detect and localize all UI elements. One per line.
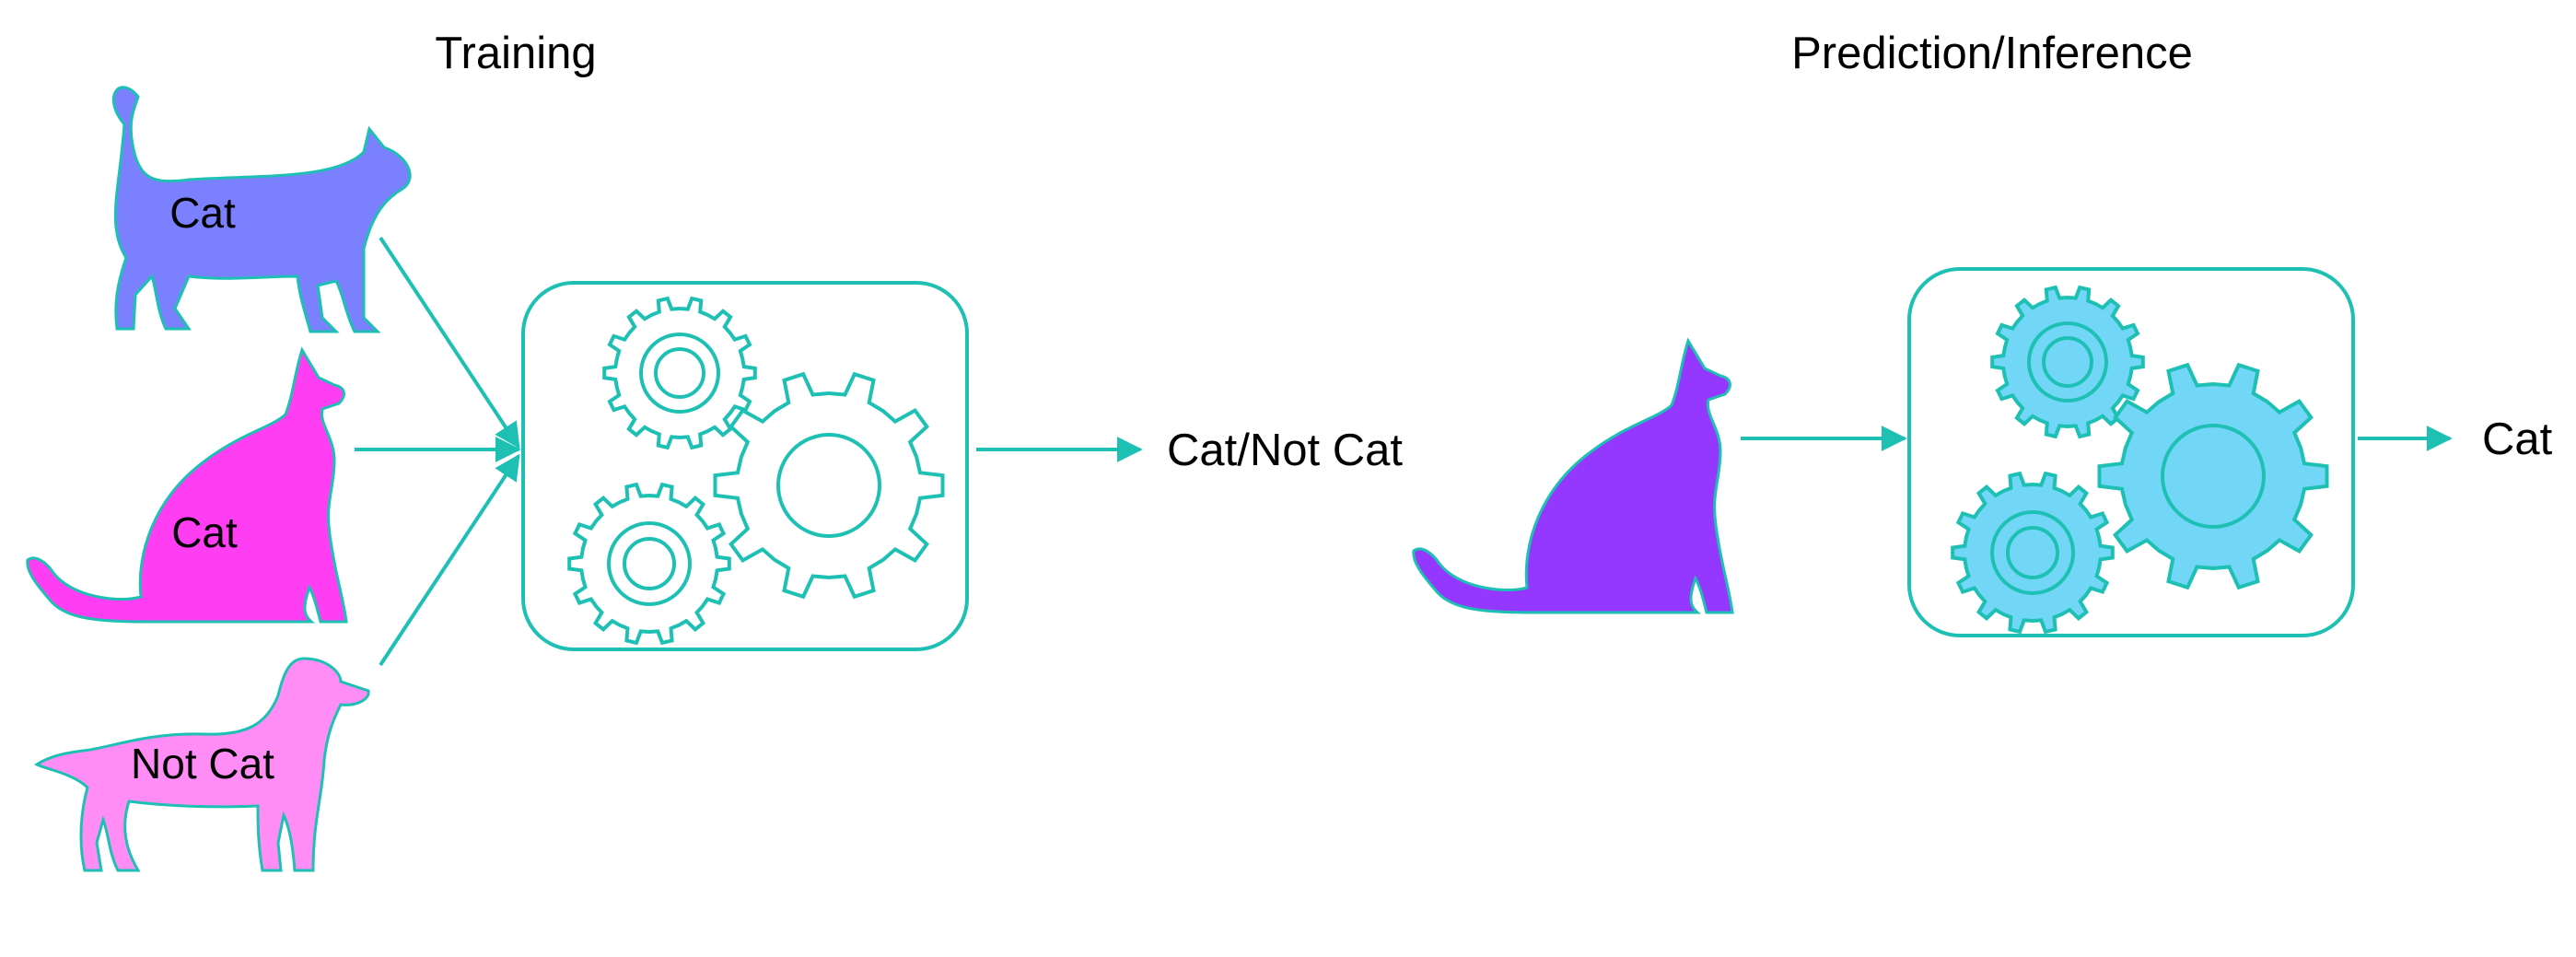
inference-gears — [1951, 285, 2329, 635]
training-heading: Training — [435, 29, 596, 78]
gear-icon — [1951, 471, 2115, 635]
training-model-box — [521, 281, 969, 651]
training-example-cat-2 — [26, 348, 348, 624]
gear-icon — [1990, 285, 2145, 439]
training-example-label-1: Cat — [169, 189, 236, 237]
inference-output-label: Cat — [2482, 414, 2553, 464]
training-gears — [567, 296, 945, 646]
training-input-arrows — [355, 236, 521, 667]
training-output-label: Cat/Not Cat — [1167, 426, 1403, 475]
walking-cat-icon — [111, 86, 412, 333]
inference-model-box — [1907, 267, 2355, 637]
inference-heading: Prediction/Inference — [1791, 29, 2193, 78]
inference-input-cat — [1412, 339, 1734, 614]
training-example-label-3: Not Cat — [131, 740, 274, 788]
training-example-cat-1 — [111, 86, 412, 333]
sitting-cat-icon — [1412, 339, 1734, 614]
gear-icon — [567, 482, 731, 646]
gear-icon — [602, 296, 757, 450]
arrow-from-example-3 — [379, 453, 520, 667]
gear-icon — [2097, 362, 2329, 590]
arrow-from-example-1 — [379, 236, 520, 449]
training-example-label-2: Cat — [171, 508, 238, 556]
sitting-cat-icon — [26, 348, 348, 624]
gear-icon — [713, 371, 945, 600]
